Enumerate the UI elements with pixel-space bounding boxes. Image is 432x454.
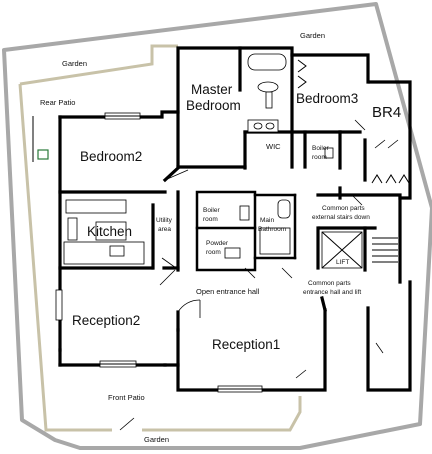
utility-area-label-2: area (158, 226, 171, 233)
reception1-label: Reception1 (212, 337, 280, 352)
lift-label: LIFT (336, 259, 349, 266)
utility-area-label-1: Utility (156, 217, 173, 224)
common-hall-label-1: Common parts (308, 280, 351, 287)
toilet-icon (265, 91, 273, 109)
powder-room-label-2: room (206, 249, 221, 256)
reception2-label: Reception2 (72, 313, 140, 328)
sink-icon (265, 122, 275, 130)
doors (119, 119, 399, 431)
windows (55, 112, 263, 393)
main-bathroom-label-1: Main (260, 217, 274, 224)
patio-edge-left (18, 83, 112, 432)
boiler-room2-label-2: room (203, 216, 218, 223)
main-bathroom-label-2: Bathroom (258, 226, 286, 233)
boiler-room-label-2: room (312, 154, 327, 161)
powder-room-label-1: Powder (206, 240, 229, 247)
bedroom2-label: Bedroom2 (80, 149, 142, 164)
front-patio-label: Front Patio (108, 393, 145, 402)
stairs-icon (372, 237, 398, 263)
patio-edge (19, 44, 178, 86)
common-hall-label-2: entrance hall and lift (303, 289, 361, 296)
sink-icon (257, 81, 279, 93)
bathtub-icon (247, 53, 287, 71)
boiler-room-label-1: Boiler (312, 145, 329, 152)
rear-patio-label: Rear Patio (40, 98, 75, 107)
toilet-icon (277, 199, 291, 219)
common-stairs-label-1: Common parts (322, 205, 365, 212)
master-bedroom-label-2: Bedroom (186, 98, 241, 113)
open-entrance-hall-label: Open entrance hall (196, 287, 260, 296)
br4-label: BR4 (372, 104, 401, 121)
bathtub-icon (259, 227, 291, 255)
sink-icon (253, 122, 263, 130)
kitchen-label: Kitchen (87, 224, 132, 239)
garden-top-label: Garden (300, 31, 325, 40)
boiler-room2-label-1: Boiler (203, 207, 220, 214)
toilet-icon (224, 247, 241, 259)
fixtures (63, 53, 410, 269)
garden-left-label: Garden (62, 59, 87, 68)
bedroom3-label: Bedroom3 (296, 91, 358, 106)
garden-bottom-label: Garden (144, 435, 169, 444)
common-stairs-label-2: external stairs down (312, 214, 370, 221)
patio-edge-bottom (142, 396, 302, 432)
master-bedroom-label-1: Master (191, 82, 233, 97)
wic-label: WIC (266, 142, 281, 151)
planter (37, 149, 49, 160)
